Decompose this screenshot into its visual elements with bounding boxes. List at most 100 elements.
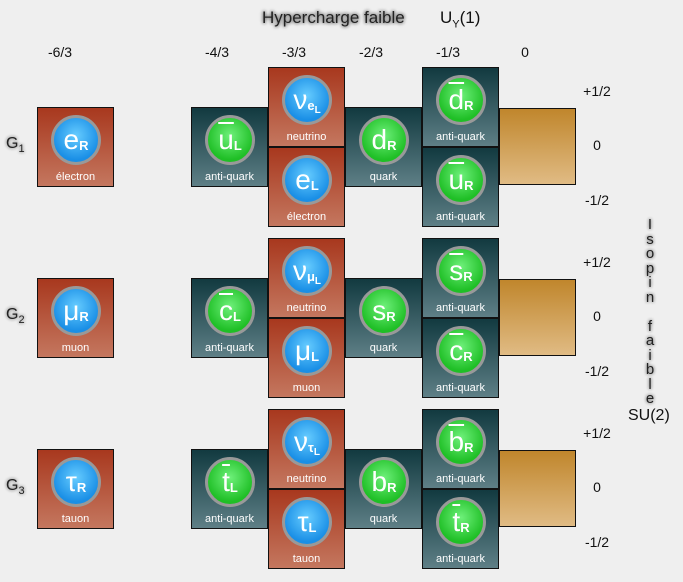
column-header: -4/3 xyxy=(204,44,230,60)
particle-subscript: R xyxy=(460,520,469,535)
particle-label: anti-quark xyxy=(436,473,485,485)
isospin-letter: n xyxy=(645,288,655,306)
particle-subscript: R xyxy=(79,138,88,153)
column-header: -3/3 xyxy=(281,44,307,60)
neutral-placeholder-cell xyxy=(499,450,576,527)
subscript-text: R xyxy=(464,98,474,113)
particle-symbol: ν xyxy=(293,84,308,115)
particle-label: quark xyxy=(369,171,398,183)
diagram-title: Hypercharge faible xyxy=(262,8,405,27)
particle-subscript: L xyxy=(233,309,241,324)
subsubscript-text: L xyxy=(314,105,321,116)
particle-label: anti-quark xyxy=(436,382,485,394)
particle-label: neutrino xyxy=(286,131,327,143)
particle-subscript: R xyxy=(464,178,473,193)
isospin-value: 0 xyxy=(593,137,601,153)
isospin-letter: i xyxy=(648,346,652,364)
generation-index: 3 xyxy=(18,485,25,498)
subsubscript-text: L xyxy=(314,276,322,287)
particle-symbol: b xyxy=(448,426,465,457)
isospin-value: 0 xyxy=(593,479,601,495)
particle-label: tauon xyxy=(61,513,90,525)
subscript-text: μ xyxy=(306,269,315,284)
particle-symbol: μ xyxy=(294,335,312,366)
particle-symbol: t xyxy=(452,506,461,537)
isospin-letter: p xyxy=(645,259,655,277)
subscript-text: R xyxy=(387,138,397,153)
generation-index: 1 xyxy=(18,143,25,156)
subsubscript-text: L xyxy=(313,447,320,458)
particle-label: anti-quark xyxy=(436,553,485,565)
particle-subscript: L xyxy=(311,349,319,364)
particle-symbol: d xyxy=(448,84,465,115)
isospin-value: -1/2 xyxy=(584,534,610,550)
generation-letter: G xyxy=(6,135,19,152)
particle-symbol: τ xyxy=(297,506,309,537)
particle-label: anti-quark xyxy=(436,131,485,143)
particle-subscript: R xyxy=(464,440,473,455)
particle-symbol: τ xyxy=(65,466,77,497)
particle-subscript: L xyxy=(230,480,238,495)
particle-symbol: t xyxy=(222,466,230,497)
particle-subscript: L xyxy=(311,178,319,193)
isospin-letter: f xyxy=(647,317,653,335)
subscript-text: L xyxy=(311,349,320,364)
particle-label: quark xyxy=(369,513,398,525)
particle-subscript: R xyxy=(386,309,395,324)
generation-label: G1 xyxy=(6,135,25,155)
particle-label: anti-quark xyxy=(205,171,254,183)
subscript-text: L xyxy=(308,520,317,535)
particle-label: électron xyxy=(286,211,327,223)
isospin-value: 0 xyxy=(593,308,601,324)
subscript-text: R xyxy=(386,309,396,324)
isospin-letter: I xyxy=(647,216,653,233)
particle-symbol: b xyxy=(371,466,388,497)
particle-label: électron xyxy=(55,171,96,183)
particle-subscript: R xyxy=(77,480,86,495)
generation-letter: G xyxy=(6,306,19,323)
particle-label: anti-quark xyxy=(205,513,254,525)
subscript-text: R xyxy=(387,480,397,495)
particle-symbol: c xyxy=(449,335,464,366)
particle-symbol: s xyxy=(449,255,464,286)
subscript-text: L xyxy=(233,138,242,153)
group-label-uy1: UY(1) xyxy=(440,8,480,30)
particle-symbol: e xyxy=(295,164,311,195)
particle-symbol: u xyxy=(218,124,234,155)
subscript-text: R xyxy=(463,349,473,364)
particle-label: muon xyxy=(61,342,90,354)
particle-subscript: R xyxy=(79,309,88,324)
particle-label: anti-quark xyxy=(436,211,485,223)
particle-subscript: eL xyxy=(307,98,321,116)
subscript-text: R xyxy=(76,480,87,495)
particle-subscript: R xyxy=(387,138,396,153)
subscript-text: L xyxy=(310,178,319,193)
isospin-letter: a xyxy=(645,332,655,349)
particle-label: muon xyxy=(292,382,321,394)
column-header: 0 xyxy=(521,44,529,60)
subscript-text: R xyxy=(464,440,474,455)
